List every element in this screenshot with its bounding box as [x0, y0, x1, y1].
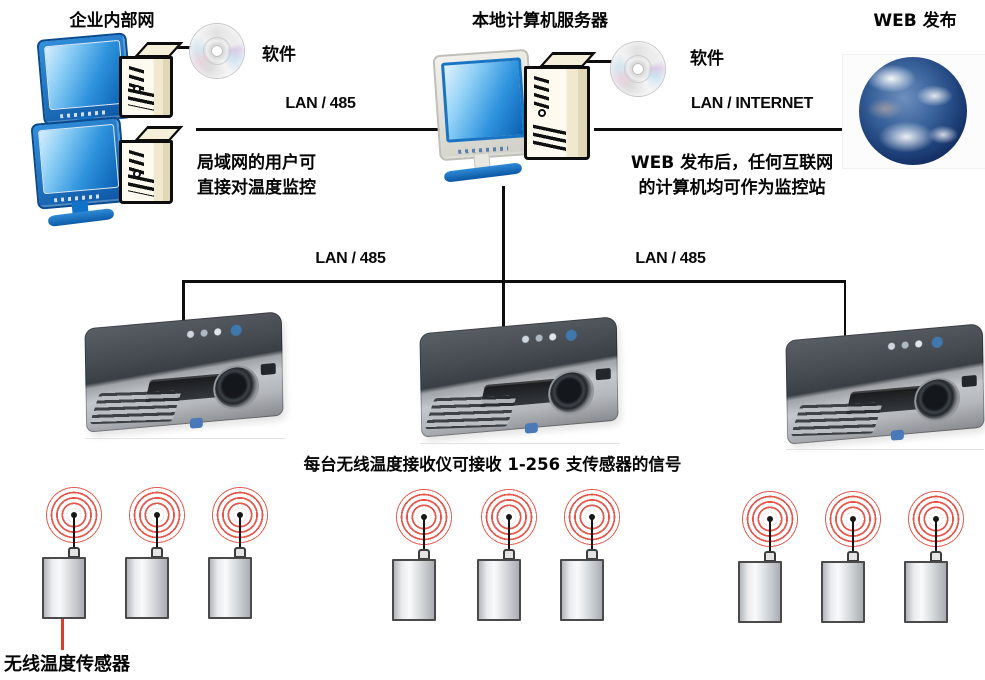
antenna-icon — [156, 515, 158, 553]
receiver-buttons — [885, 333, 948, 355]
globe-icon — [859, 57, 967, 165]
tower-power-button — [538, 109, 546, 118]
wireless-sensor — [821, 491, 881, 625]
monitor-frame — [30, 116, 128, 210]
wireless-sensor — [208, 487, 268, 621]
receiver-ir-window — [260, 362, 276, 376]
lan485-label-top: LAN / 485 — [285, 95, 356, 112]
sensor-body — [738, 561, 782, 623]
sensor-body — [477, 559, 521, 621]
wireless-receiver-1 — [84, 311, 284, 433]
receiver-vents — [424, 395, 517, 430]
wireless-sensor — [477, 489, 537, 623]
receiver-foot — [890, 429, 904, 441]
cd-link-line-center — [566, 60, 614, 63]
photo-edge — [786, 449, 984, 450]
monitor-base — [47, 208, 115, 227]
photo-edge — [85, 438, 285, 439]
wireless-sensor — [392, 489, 452, 623]
receiver-ir-window — [595, 367, 611, 381]
software-disc-icon-center — [611, 42, 665, 96]
sensor-body — [125, 557, 169, 619]
workstation-tower-1 — [119, 42, 184, 120]
sensor-body — [821, 561, 865, 623]
title-web: WEB 发布 — [873, 11, 957, 31]
web-note-line1: WEB 发布后，任何互联网 — [630, 153, 834, 173]
receiver-foot — [524, 422, 538, 434]
intranet-note-line1: 局域网的用户可 — [197, 153, 316, 173]
receiver-capacity-note: 每台无线温度接收仪可接收 1-256 支传感器的信号 — [303, 455, 682, 474]
lan485-bus-line — [182, 280, 846, 283]
wireless-sensor — [42, 487, 102, 621]
monitor-screen — [44, 39, 126, 111]
tower-front-face — [119, 140, 173, 204]
wireless-sensor — [904, 491, 964, 625]
receiver-vents — [790, 402, 883, 437]
monitor-screen — [38, 123, 120, 195]
server-tower — [524, 52, 597, 164]
receiver-lens — [214, 365, 258, 410]
antenna-icon — [769, 519, 771, 557]
sensor-body — [560, 559, 604, 621]
antenna-icon — [935, 519, 937, 557]
sensor-label: 无线温度传感器 — [4, 654, 130, 675]
title-intranet: 企业内部网 — [69, 11, 155, 31]
server-monitor — [432, 48, 536, 183]
sensor-body — [904, 561, 948, 623]
drop-line-center — [502, 281, 505, 341]
wireless-sensor — [738, 491, 798, 625]
antenna-icon — [852, 519, 854, 557]
antenna-icon — [508, 517, 510, 555]
wireless-sensor — [125, 487, 185, 621]
sensor-body — [392, 559, 436, 621]
monitor-screen — [440, 57, 527, 143]
lan-internet-line — [594, 128, 843, 131]
title-server: 本地计算机服务器 — [472, 11, 608, 31]
drop-line-left — [182, 281, 185, 336]
monitor-frame — [432, 48, 536, 162]
receiver-vents — [89, 390, 182, 425]
receiver-ir-window — [961, 374, 977, 388]
workstation-tower-2 — [119, 126, 184, 206]
sensor-body — [208, 557, 252, 619]
receiver-lens — [915, 377, 959, 422]
server-drop-line — [502, 186, 505, 282]
drop-line-right — [843, 281, 846, 349]
photo-edge — [420, 443, 620, 444]
wireless-receiver-3 — [785, 323, 985, 445]
lan-internet-label: LAN / INTERNET — [690, 95, 814, 112]
receiver-lens — [549, 370, 593, 415]
internet-earth-image — [843, 55, 985, 168]
sensor-body — [42, 557, 86, 619]
tower-drive-bays — [128, 174, 155, 197]
lan485-line-top — [196, 128, 444, 131]
antenna-icon — [239, 515, 241, 553]
software-label-center: 软件 — [690, 49, 724, 69]
receiver-foot — [189, 417, 203, 429]
software-disc-icon-left — [190, 24, 244, 78]
lan485-label-bus-left: LAN / 485 — [315, 250, 386, 267]
web-note-line2: 的计算机均可作为监控站 — [638, 178, 826, 198]
tower-drive-bays — [533, 124, 566, 154]
tower-vent-stripes — [534, 75, 549, 115]
web-note: WEB 发布后，任何互联网 的计算机均可作为监控站 — [612, 151, 852, 201]
receiver-buttons — [184, 321, 247, 343]
tower-front-face — [119, 56, 173, 118]
intranet-note: 局域网的用户可 直接对温度监控 — [197, 151, 316, 201]
lan485-label-bus-right: LAN / 485 — [635, 250, 706, 267]
intranet-note-line2: 直接对温度监控 — [197, 178, 316, 198]
antenna-icon — [73, 515, 75, 553]
antenna-icon — [423, 517, 425, 555]
tower-front-face — [524, 66, 590, 160]
wireless-sensor — [560, 489, 620, 623]
tower-drive-bays — [128, 88, 155, 111]
sensor-pointer-line — [61, 598, 64, 650]
software-label-left: 软件 — [262, 45, 296, 65]
wireless-receiver-2 — [419, 316, 619, 438]
receiver-buttons — [519, 326, 582, 348]
antenna-icon — [591, 517, 593, 555]
